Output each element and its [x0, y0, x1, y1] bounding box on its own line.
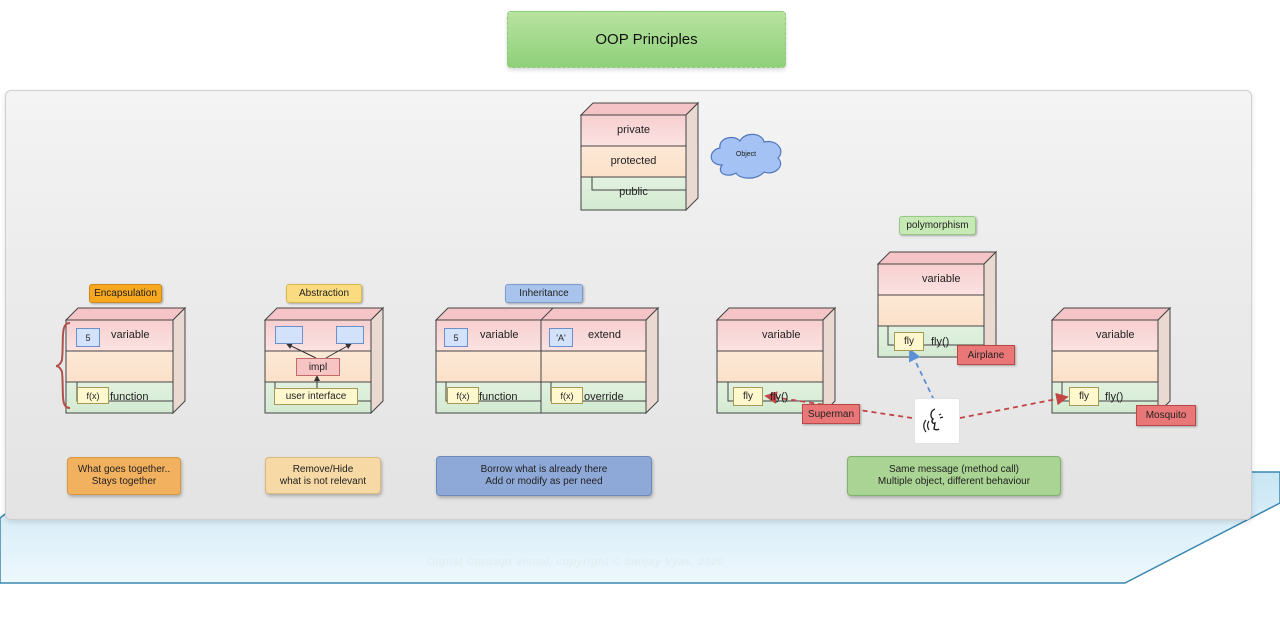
note-abstraction-line2: what is not relevant [279, 475, 367, 487]
inherit-fx-box: f(x) [447, 387, 479, 404]
tag-polymorphism: polymorphism [899, 216, 976, 235]
airplane-cube [876, 250, 998, 359]
note-inheritance-line1: Borrow what is already there [480, 464, 608, 475]
copyright-text: Digital Concept Visual, copyright © Sanj… [427, 556, 724, 568]
note-encapsulation-line1: What goes together.. [77, 464, 171, 475]
note-abstraction-line1: Remove/Hide [292, 463, 354, 475]
note-inheritance-line2: Add or modify as per need [485, 476, 603, 487]
note-polymorphism-line2: Multiple object, different behaviour [877, 476, 1031, 487]
encap-value-box: 5 [76, 328, 100, 347]
superman-fly-box: fly [733, 387, 763, 406]
abstraction-box-right [336, 326, 364, 344]
inheritance-cube [434, 306, 660, 415]
inherit-value-box: 5 [444, 328, 468, 347]
tag-encapsulation: Encapsulation [89, 284, 162, 303]
airplane-label: Airplane [957, 345, 1015, 365]
note-encapsulation: What goes together..Stays together [67, 457, 181, 495]
airplane-method-label: fly() [931, 336, 950, 348]
abstraction-impl-box: impl [296, 358, 340, 376]
object-cloud [710, 133, 782, 179]
object-private-label: private [616, 124, 651, 136]
object-cube [579, 101, 700, 212]
inherit-override-label: override [584, 391, 624, 403]
mosquito-fly-box: fly [1069, 387, 1099, 406]
abstraction-user-interface: user interface [274, 388, 358, 405]
note-encapsulation-line2: Stays together [91, 476, 157, 487]
tag-abstraction: Abstraction [286, 284, 362, 303]
note-polymorphism-line1: Same message (method call) [888, 464, 1020, 475]
encap-function-label: function [110, 391, 149, 403]
arrow-to-airplane [908, 348, 935, 401]
speaking-head-icon [914, 398, 960, 444]
inherit-variable-label: variable [480, 329, 519, 341]
note-polymorphism: Same message (method call)Multiple objec… [847, 456, 1061, 496]
superman-label: Superman [802, 404, 860, 424]
superman-method-label: fly() [770, 391, 789, 403]
inherit-extend-label: extend [588, 329, 622, 341]
mosquito-variable-label: variable [1096, 329, 1135, 341]
object-cloud-label: Object [735, 151, 757, 158]
inherit-char-box: 'A' [549, 328, 573, 347]
encap-fx-box: f(x) [77, 387, 109, 404]
page-title: OOP Principles [507, 11, 786, 68]
mosquito-method-label: fly() [1105, 391, 1124, 403]
arrow-to-mosquito [959, 392, 1069, 419]
object-protected-label: protected [610, 155, 657, 167]
object-public-label: public [619, 186, 648, 198]
inherit-fx-box-2: f(x) [551, 387, 583, 404]
airplane-variable-label: variable [922, 273, 961, 285]
mosquito-cube [1050, 306, 1172, 415]
inherit-function-label: function [479, 391, 518, 403]
tag-inheritance: Inheritance [505, 284, 583, 303]
mosquito-label: Mosquito [1136, 405, 1196, 426]
superman-cube [715, 306, 837, 415]
abstraction-box-left [275, 326, 303, 344]
superman-variable-label: variable [762, 329, 801, 341]
encap-variable-label: variable [111, 329, 150, 341]
airplane-fly-box: fly [894, 332, 924, 351]
